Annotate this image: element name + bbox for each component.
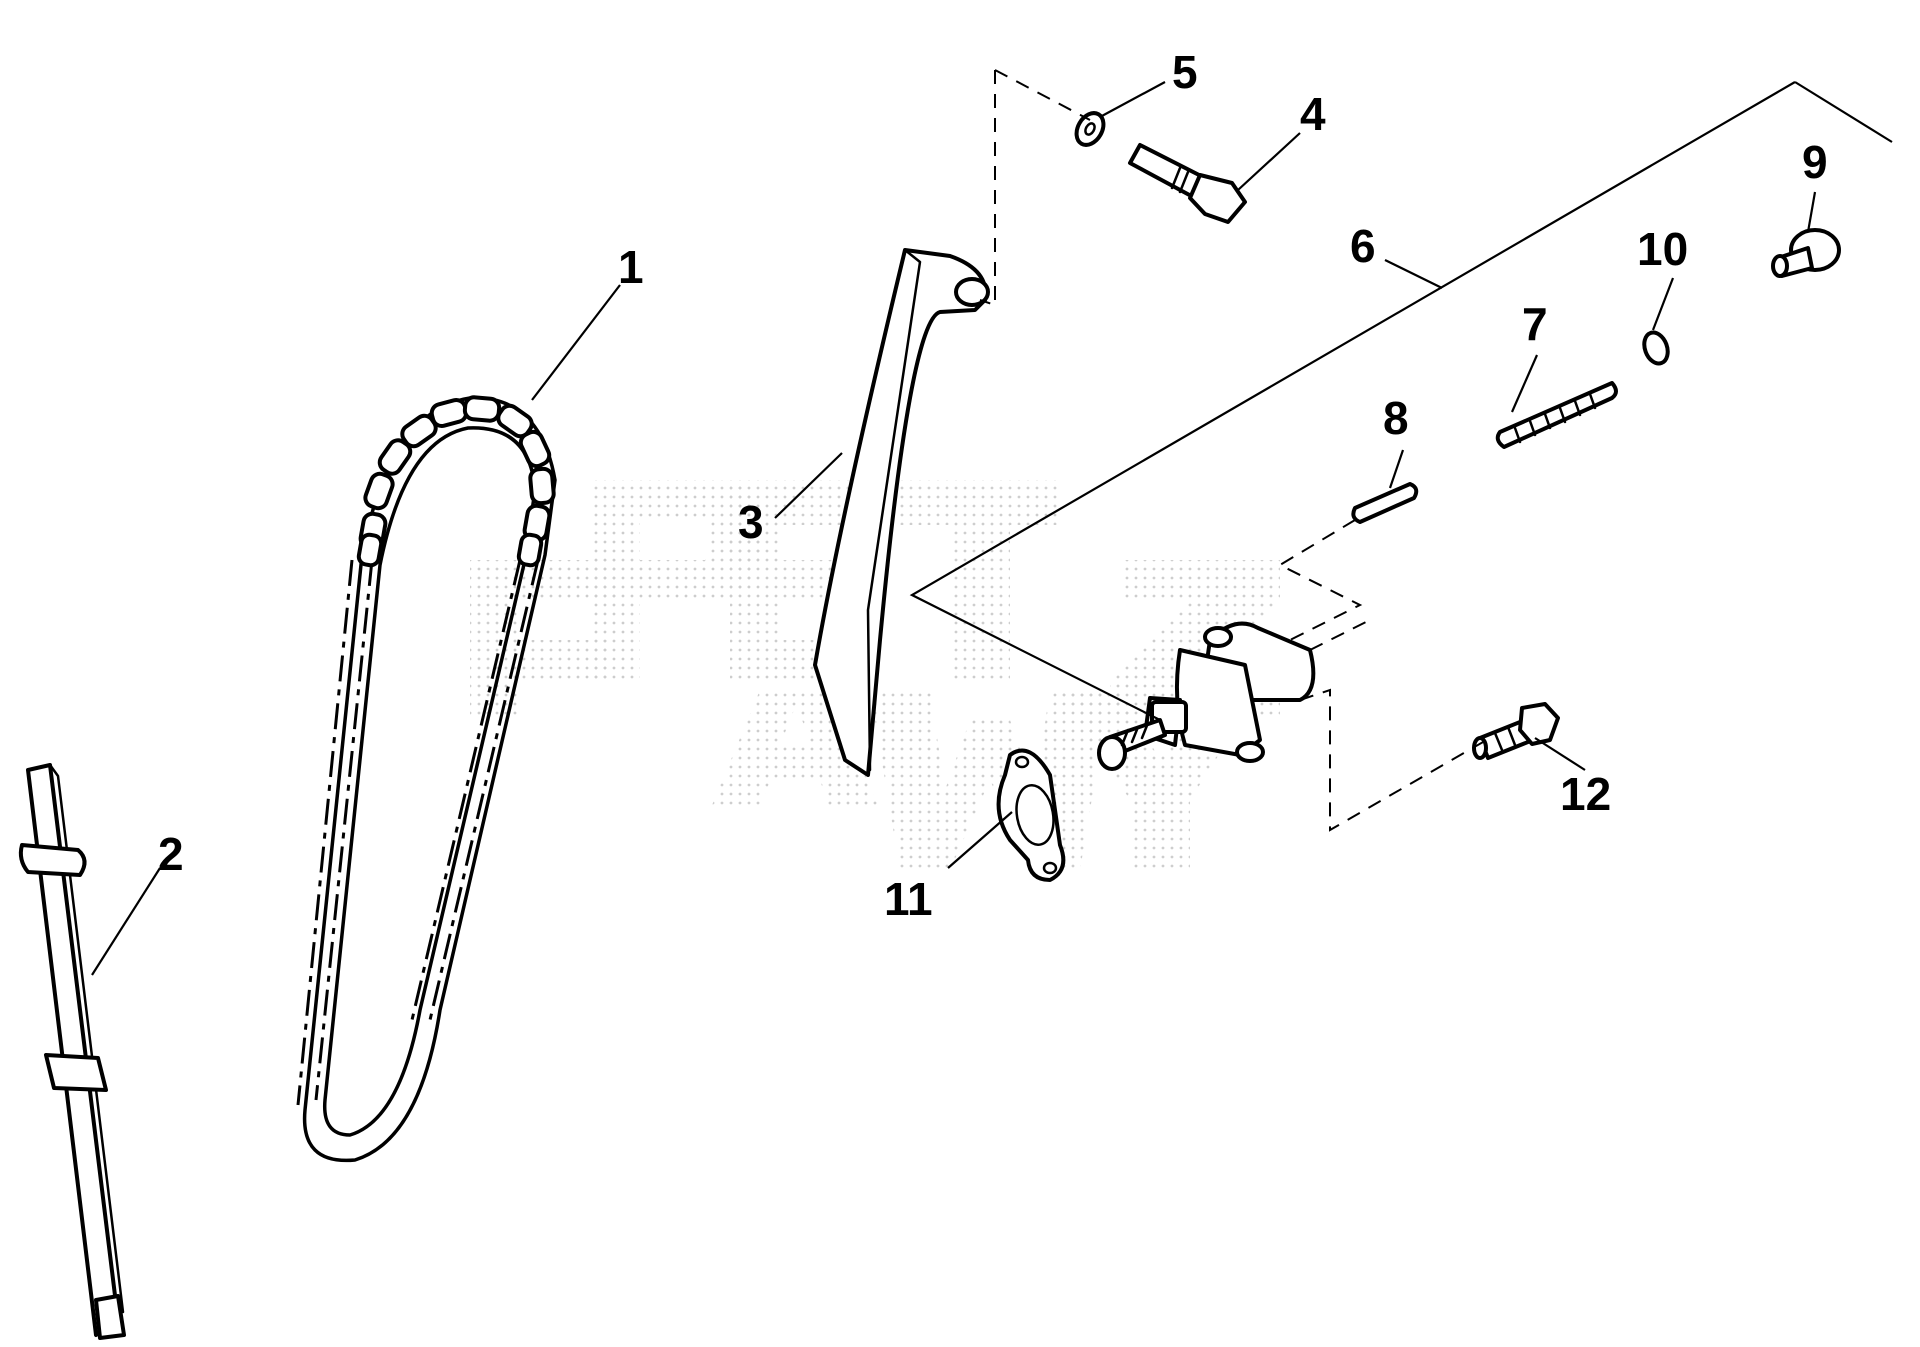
callout-12: 12 bbox=[1560, 768, 1611, 820]
callout-10: 10 bbox=[1637, 223, 1688, 275]
pivot-bolt bbox=[1128, 143, 1247, 224]
tensioner-gasket bbox=[996, 748, 1066, 882]
washer bbox=[1074, 111, 1106, 147]
timing-chain bbox=[296, 395, 557, 1163]
callout-5: 5 bbox=[1172, 46, 1198, 98]
callout-6: 6 bbox=[1350, 220, 1376, 272]
callout-8: 8 bbox=[1383, 392, 1409, 444]
pin bbox=[1351, 482, 1419, 524]
callout-2: 2 bbox=[158, 828, 184, 880]
cam-chain-tensioner bbox=[1097, 621, 1316, 771]
callout-1: 1 bbox=[618, 241, 644, 293]
callout-7: 7 bbox=[1522, 298, 1548, 350]
sealing-washer bbox=[1642, 330, 1670, 366]
leader-lines bbox=[91, 81, 1893, 976]
tensioner-guide-arm bbox=[813, 248, 990, 777]
tensioner-spring bbox=[1495, 381, 1618, 449]
callout-labels: 1 2 3 4 5 6 7 8 9 10 11 12 bbox=[158, 46, 1828, 925]
mounting-bolt bbox=[1472, 702, 1560, 760]
cap-bolt bbox=[1771, 228, 1841, 278]
chain-guide bbox=[18, 763, 126, 1340]
callout-11: 11 bbox=[884, 873, 933, 925]
callout-9: 9 bbox=[1802, 136, 1828, 188]
assembly-lines bbox=[979, 69, 1491, 832]
callout-4: 4 bbox=[1300, 88, 1326, 140]
callout-3: 3 bbox=[738, 496, 764, 548]
